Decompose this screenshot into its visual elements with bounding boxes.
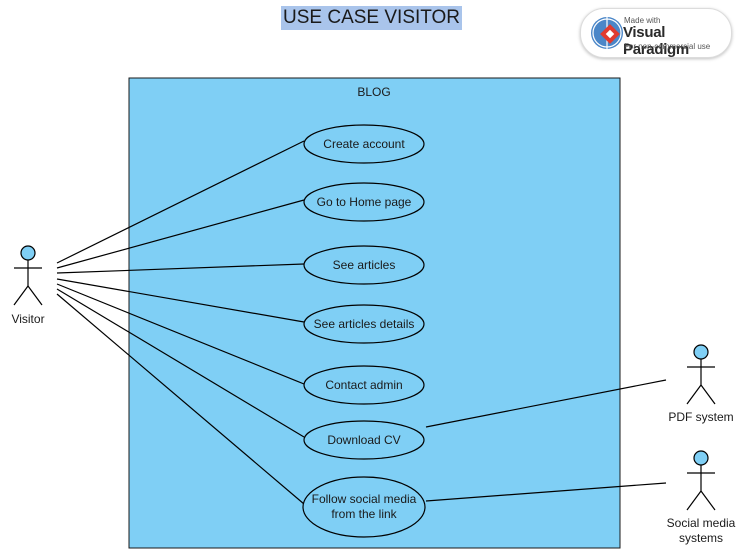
assoc-visitor-see-articles [56, 263, 305, 274]
use-case-follow-social-label-2: from the link [331, 507, 397, 521]
actor-social-media-label-2: systems [679, 531, 723, 545]
system-label: BLOG [357, 85, 390, 99]
use-case-home-page[interactable] [303, 182, 425, 222]
assoc-visitor-contact-admin [56, 283, 305, 385]
actor-social-media-icon[interactable] [686, 450, 716, 511]
diagram-title: USE CASE VISITOR [281, 6, 463, 30]
actor-social-media-label-1: Social media [667, 516, 736, 530]
assoc-follow-social-media [425, 482, 667, 502]
assoc-visitor-articles-details [56, 278, 305, 323]
badge-non-commercial: For non-commercial use [624, 42, 711, 51]
use-case-articles-details[interactable] [303, 304, 425, 344]
use-case-download-cv[interactable] [303, 420, 425, 460]
assoc-visitor-download-cv [56, 288, 305, 438]
use-case-download-cv-label: Download CV [327, 433, 400, 447]
actor-pdf-system-label: PDF system [668, 410, 733, 424]
badge-visual-paradigm: Visual Paradigm [623, 24, 689, 58]
actor-visitor-icon[interactable] [13, 245, 43, 306]
actor-pdf-system-icon[interactable] [686, 344, 716, 405]
use-case-follow-social-label-1: Follow social media [312, 492, 417, 506]
visual-paradigm-logo-icon [591, 17, 623, 49]
use-case-home-page-label: Go to Home page [317, 195, 412, 209]
use-case-see-articles-label: See articles [333, 258, 396, 272]
use-case-follow-social[interactable] [302, 476, 426, 538]
use-case-see-articles[interactable] [303, 245, 425, 285]
assoc-download-cv-pdf [425, 379, 667, 428]
use-case-create-account-label: Create account [323, 137, 405, 151]
use-case-contact-admin[interactable] [303, 365, 425, 405]
use-case-articles-details-label: See articles details [314, 317, 415, 331]
visual-paradigm-badge: Made with Visual Paradigm For non-commer… [580, 8, 732, 58]
badge-made-with: Made with [624, 16, 661, 25]
use-case-create-account[interactable] [303, 124, 425, 164]
actor-visitor-label: Visitor [11, 312, 44, 326]
assoc-visitor-follow-social [56, 293, 305, 505]
use-case-contact-admin-label: Contact admin [325, 378, 402, 392]
assoc-visitor-home-page [56, 199, 305, 269]
visitor-associations [56, 140, 667, 505]
assoc-visitor-create-account [56, 140, 305, 264]
